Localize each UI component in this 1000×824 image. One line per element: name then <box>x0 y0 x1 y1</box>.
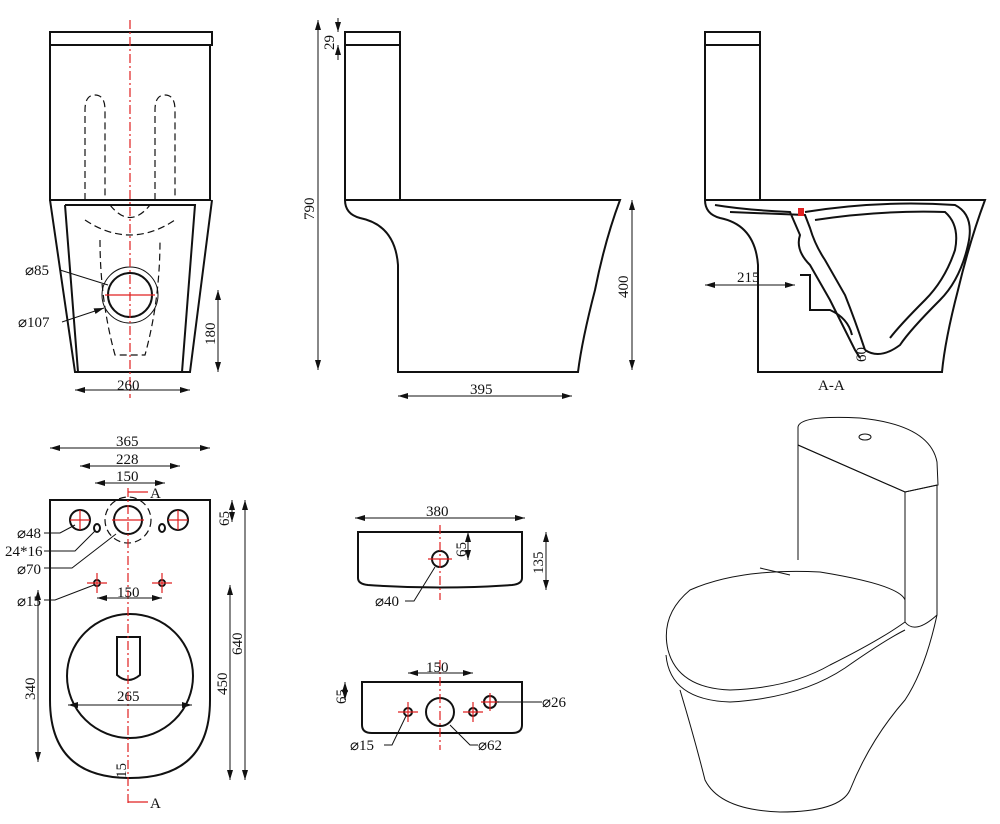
toilet-3d-render <box>665 416 939 813</box>
dim-395: 395 <box>470 382 493 398</box>
label-d15-tank: ⌀15 <box>350 738 374 754</box>
section-mark-bottom: A <box>150 796 161 812</box>
plan-view: A A 365 228 150 ⌀48 24*16 ⌀70 ⌀15 150 65… <box>5 434 248 812</box>
section-view: 215 60 A-A <box>704 31 987 394</box>
dim-215: 215 <box>737 270 760 286</box>
label-d40: ⌀40 <box>375 594 399 610</box>
label-d15: ⌀15 <box>17 594 41 610</box>
dim-365: 365 <box>116 434 139 450</box>
dim-340: 340 <box>23 678 39 701</box>
section-mark-top: A <box>150 486 161 502</box>
dim-400: 400 <box>616 276 632 299</box>
dim-150-tank: 150 <box>426 660 449 676</box>
dim-65-tank: 65 <box>454 542 470 557</box>
tank-top-view: 380 65 135 ⌀40 <box>355 504 549 610</box>
dim-135: 135 <box>531 552 547 575</box>
dim-60: 60 <box>854 347 870 362</box>
label-d62: ⌀62 <box>478 738 502 754</box>
dim-260: 260 <box>117 378 140 394</box>
dim-65-tank-bottom: 65 <box>334 689 350 704</box>
dim-228: 228 <box>116 452 139 468</box>
dim-29: 29 <box>322 35 338 50</box>
dim-790: 790 <box>302 198 318 221</box>
label-d48: ⌀48 <box>17 526 41 542</box>
label-d26: ⌀26 <box>542 695 567 711</box>
section-label: A-A <box>818 378 845 394</box>
dim-450: 450 <box>215 673 231 696</box>
dim-180: 180 <box>203 323 219 346</box>
dim-150: 150 <box>117 585 140 601</box>
side-view: 29 790 400 395 <box>302 18 635 399</box>
dim-265: 265 <box>117 689 140 705</box>
tank-bottom-view: 150 65 ⌀15 ⌀62 ⌀26 <box>334 660 567 754</box>
label-d107: ⌀107 <box>18 315 50 331</box>
dim-15: 15 <box>114 763 130 778</box>
dim-380: 380 <box>426 504 449 520</box>
dim-150-top: 150 <box>116 469 139 485</box>
label-d70: ⌀70 <box>17 562 41 578</box>
front-view: ⌀85 ⌀107 260 180 <box>18 20 221 398</box>
label-slot: 24*16 <box>5 544 43 560</box>
label-d85: ⌀85 <box>25 263 49 279</box>
dim-640: 640 <box>230 633 246 656</box>
dim-65: 65 <box>217 511 233 526</box>
